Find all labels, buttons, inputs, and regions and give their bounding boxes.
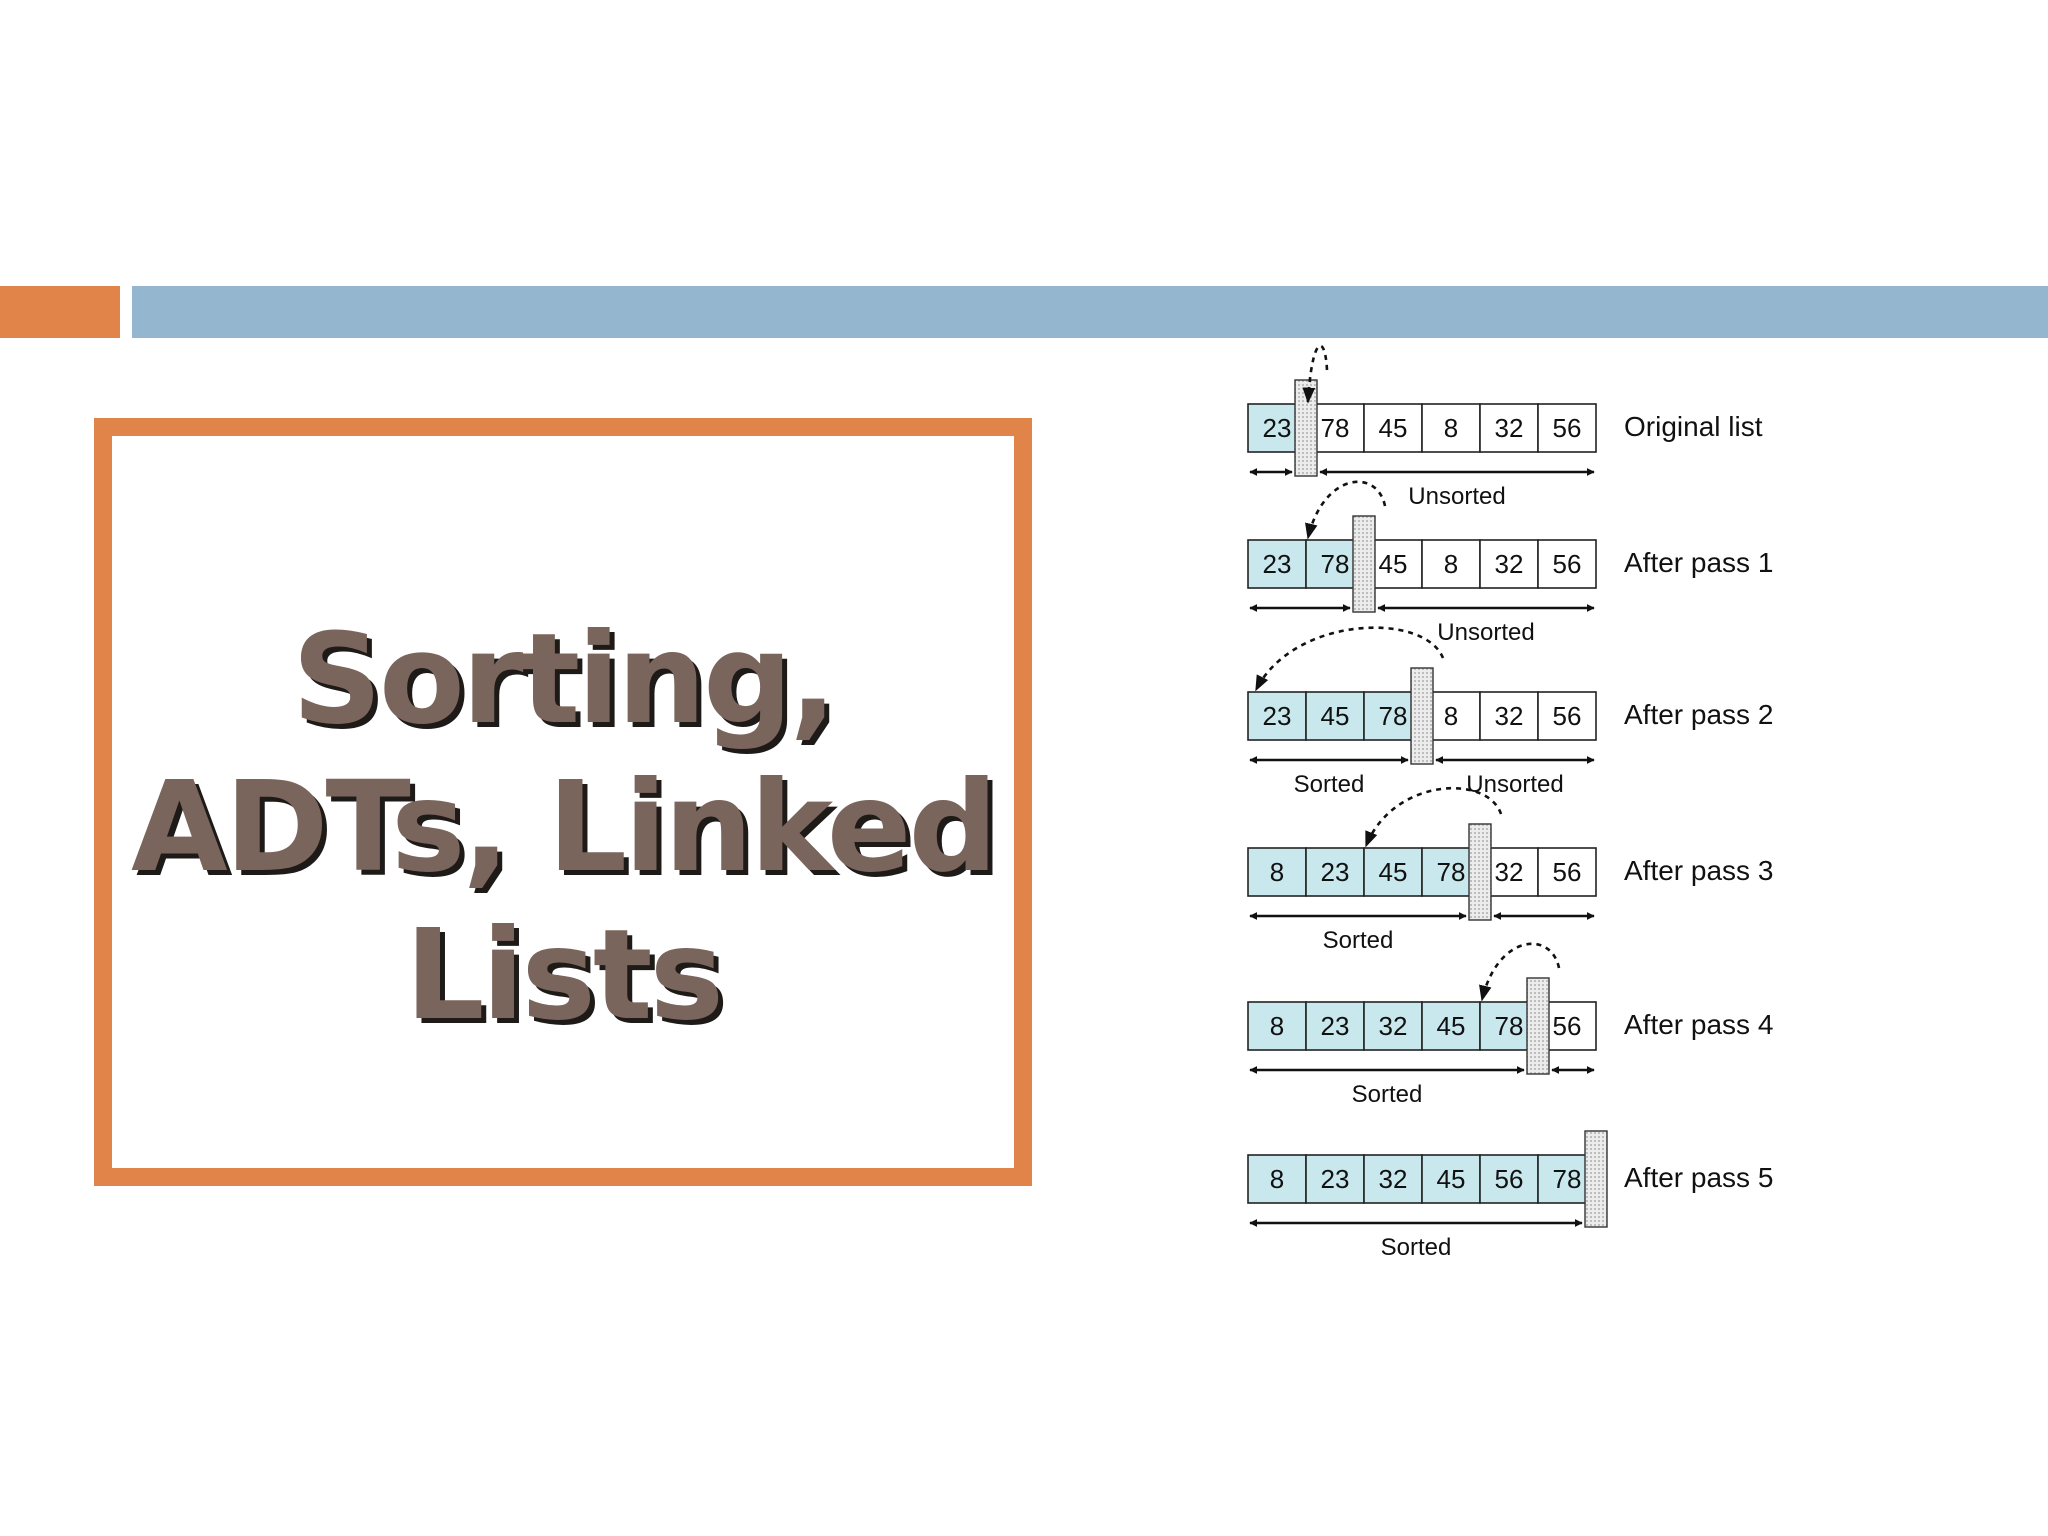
cell-value: 78: [1379, 701, 1408, 731]
title-frame: Sorting, ADTs, Linked Lists: [94, 418, 1032, 1186]
wall-marker: [1352, 515, 1376, 613]
cell-value: 45: [1437, 1164, 1466, 1194]
list-cell: [1247, 847, 1307, 897]
list-cell: [1247, 1154, 1307, 1204]
title-line: ADTs, Linked: [130, 755, 998, 900]
cell-value: 78: [1321, 413, 1350, 443]
cell-value: 8: [1444, 549, 1458, 579]
pass-label: After pass 3: [1624, 855, 1773, 886]
cell-value: 32: [1495, 701, 1524, 731]
unsorted-label: Unsorted: [1437, 619, 1534, 646]
unsorted-label: Unsorted: [1408, 483, 1505, 510]
cell-value: 56: [1553, 1011, 1582, 1041]
sorted-label: Sorted: [1323, 927, 1394, 954]
header-bar: [132, 286, 2048, 338]
wall-marker: [1526, 977, 1550, 1075]
cell-value: 78: [1553, 1164, 1582, 1194]
list-cell: [1537, 691, 1597, 741]
pass-label: After pass 1: [1624, 547, 1773, 578]
wall-marker: [1468, 823, 1492, 921]
cell-value: 78: [1437, 857, 1466, 887]
cell-value: 8: [1444, 413, 1458, 443]
title-line: Sorting,: [291, 607, 837, 752]
cell-value: 32: [1495, 549, 1524, 579]
list-cell: [1363, 403, 1423, 453]
cell-value: 78: [1495, 1011, 1524, 1041]
list-cell: [1363, 1001, 1423, 1051]
pass-label: After pass 4: [1624, 1009, 1773, 1040]
cell-value: 45: [1321, 701, 1350, 731]
list-cell: [1305, 691, 1365, 741]
pass-label: After pass 5: [1624, 1162, 1773, 1193]
slide-title: Sorting, ADTs, Linked Lists: [112, 606, 1014, 1050]
wall-marker: [1410, 667, 1434, 765]
cell-value: 23: [1321, 857, 1350, 887]
list-cell: [1363, 1154, 1423, 1204]
title-line: Lists: [404, 903, 724, 1048]
cell-value: 32: [1495, 413, 1524, 443]
cell-value: 8: [1270, 1164, 1284, 1194]
cell-value: 23: [1263, 413, 1292, 443]
cell-value: 78: [1321, 549, 1350, 579]
cell-value: 45: [1437, 1011, 1466, 1041]
cell-value: 32: [1379, 1164, 1408, 1194]
cell-value: 23: [1321, 1164, 1350, 1194]
cell-value: 56: [1495, 1164, 1524, 1194]
list-cell: [1305, 847, 1365, 897]
list-cell: [1479, 691, 1539, 741]
cell-value: 23: [1263, 549, 1292, 579]
cell-value: 8: [1270, 1011, 1284, 1041]
cell-value: 8: [1270, 857, 1284, 887]
list-cell: [1537, 403, 1597, 453]
pass-label: Original list: [1624, 411, 1763, 442]
insertion-arrow: [1364, 786, 1503, 848]
list-cell: [1479, 403, 1539, 453]
insertion-arrow: [1302, 344, 1329, 404]
wall-marker: [1584, 1130, 1608, 1228]
list-cell: [1247, 539, 1307, 589]
cell-value: 23: [1263, 701, 1292, 731]
unsorted-label: Unsorted: [1466, 771, 1563, 798]
cell-value: 45: [1379, 857, 1408, 887]
insertion-arrow: [1479, 942, 1561, 1002]
cell-value: 56: [1553, 413, 1582, 443]
list-cell: [1363, 847, 1423, 897]
cell-value: 56: [1553, 701, 1582, 731]
sorted-label: Sorted: [1294, 771, 1365, 798]
cell-value: 45: [1379, 549, 1408, 579]
wall-marker: [1294, 379, 1318, 477]
list-cell: [1421, 1001, 1481, 1051]
cell-value: 56: [1553, 549, 1582, 579]
list-cell: [1479, 539, 1539, 589]
sorted-label: Sorted: [1352, 1081, 1423, 1108]
cell-value: 23: [1321, 1011, 1350, 1041]
cell-value: 45: [1379, 413, 1408, 443]
list-cell: [1247, 1001, 1307, 1051]
list-cell: [1479, 1154, 1539, 1204]
sorted-label: Sorted: [1381, 1234, 1452, 1261]
pass-label: After pass 2: [1624, 699, 1773, 730]
cell-value: 8: [1444, 701, 1458, 731]
header-accent-bar: [0, 286, 120, 338]
list-cell: [1537, 847, 1597, 897]
cell-value: 32: [1495, 857, 1524, 887]
cell-value: 32: [1379, 1011, 1408, 1041]
cell-value: 56: [1553, 857, 1582, 887]
list-cell: [1537, 539, 1597, 589]
insertion-arrow: [1305, 480, 1387, 540]
